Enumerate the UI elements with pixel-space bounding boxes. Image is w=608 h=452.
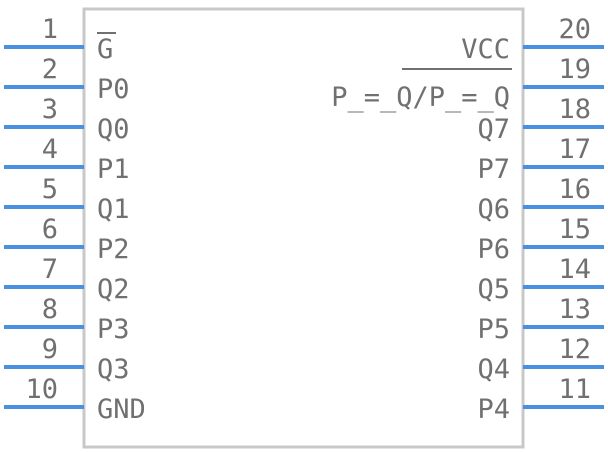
pin-15: 15 P6 — [477, 214, 604, 265]
pin-name: Q7 — [477, 114, 510, 145]
pin-name: Q4 — [477, 354, 510, 385]
pin-number: 18 — [558, 94, 591, 125]
pin-8: 8 P3 — [4, 294, 130, 345]
pin-name: P2 — [97, 234, 130, 265]
pin-name: P4 — [477, 394, 510, 425]
pin-number: 6 — [42, 214, 58, 245]
pin-number: 14 — [558, 254, 591, 285]
pin-number: 13 — [558, 294, 591, 325]
pin-name: P0 — [97, 74, 130, 105]
pin-number: 15 — [558, 214, 591, 245]
pin-16: 16 Q6 — [477, 174, 604, 225]
pin-7: 7 Q2 — [4, 254, 130, 305]
left-pin-group: 1 G 2 P0 3 Q0 4 P1 5 Q1 6 P2 — [4, 14, 146, 425]
pin-number: 11 — [558, 374, 591, 405]
pin-2: 2 P0 — [4, 54, 130, 105]
pin-17: 17 P7 — [477, 134, 604, 185]
pin-12: 12 Q4 — [477, 334, 604, 385]
pin-number: 12 — [558, 334, 591, 365]
pin-number: 20 — [558, 14, 591, 45]
pin-13: 13 P5 — [477, 294, 604, 345]
pin-10: 10 GND — [4, 374, 146, 425]
pin-1: 1 G — [4, 14, 116, 65]
pin-number: 1 — [42, 14, 58, 45]
pin-name: P3 — [97, 314, 130, 345]
pin-number: 8 — [42, 294, 58, 325]
pin-name: P1 — [97, 154, 130, 185]
pin-name: P_=_Q/P_=_Q — [331, 82, 510, 113]
pin-number: 2 — [42, 54, 58, 85]
pin-18: 18 Q7 — [477, 94, 604, 145]
pin-name: Q6 — [477, 194, 510, 225]
right-pin-group: 20 VCC 19 P_=_Q/P_=_Q 18 Q7 17 P7 16 Q6 … — [331, 14, 604, 425]
pin-name: Q5 — [477, 274, 510, 305]
pin-3: 3 Q0 — [4, 94, 130, 145]
pin-number: 7 — [42, 254, 58, 285]
pin-number: 10 — [25, 374, 58, 405]
pin-name: P6 — [477, 234, 510, 265]
pin-name: P7 — [477, 154, 510, 185]
pin-name: Q2 — [97, 274, 130, 305]
pin-number: 5 — [42, 174, 58, 205]
pin-name: P5 — [477, 314, 510, 345]
pin-number: 16 — [558, 174, 591, 205]
pin-5: 5 Q1 — [4, 174, 130, 225]
pin-19: 19 P_=_Q/P_=_Q — [331, 54, 604, 113]
pin-number: 19 — [558, 54, 591, 85]
pin-name: Q1 — [97, 194, 130, 225]
pin-14: 14 Q5 — [477, 254, 604, 305]
pin-name: GND — [97, 394, 146, 425]
pin-11: 11 P4 — [477, 374, 604, 425]
pin-20: 20 VCC — [461, 14, 604, 65]
component-body — [82, 7, 525, 449]
pin-9: 9 Q3 — [4, 334, 130, 385]
pin-name: VCC — [461, 34, 510, 65]
pin-number: 17 — [558, 134, 591, 165]
pin-6: 6 P2 — [4, 214, 130, 265]
pin-name: Q3 — [97, 354, 130, 385]
pin-number: 4 — [42, 134, 58, 165]
pin-4: 4 P1 — [4, 134, 130, 185]
pin-name: G — [97, 34, 113, 65]
pin-number: 9 — [42, 334, 58, 365]
pin-number: 3 — [42, 94, 58, 125]
pin-name: Q0 — [97, 114, 130, 145]
